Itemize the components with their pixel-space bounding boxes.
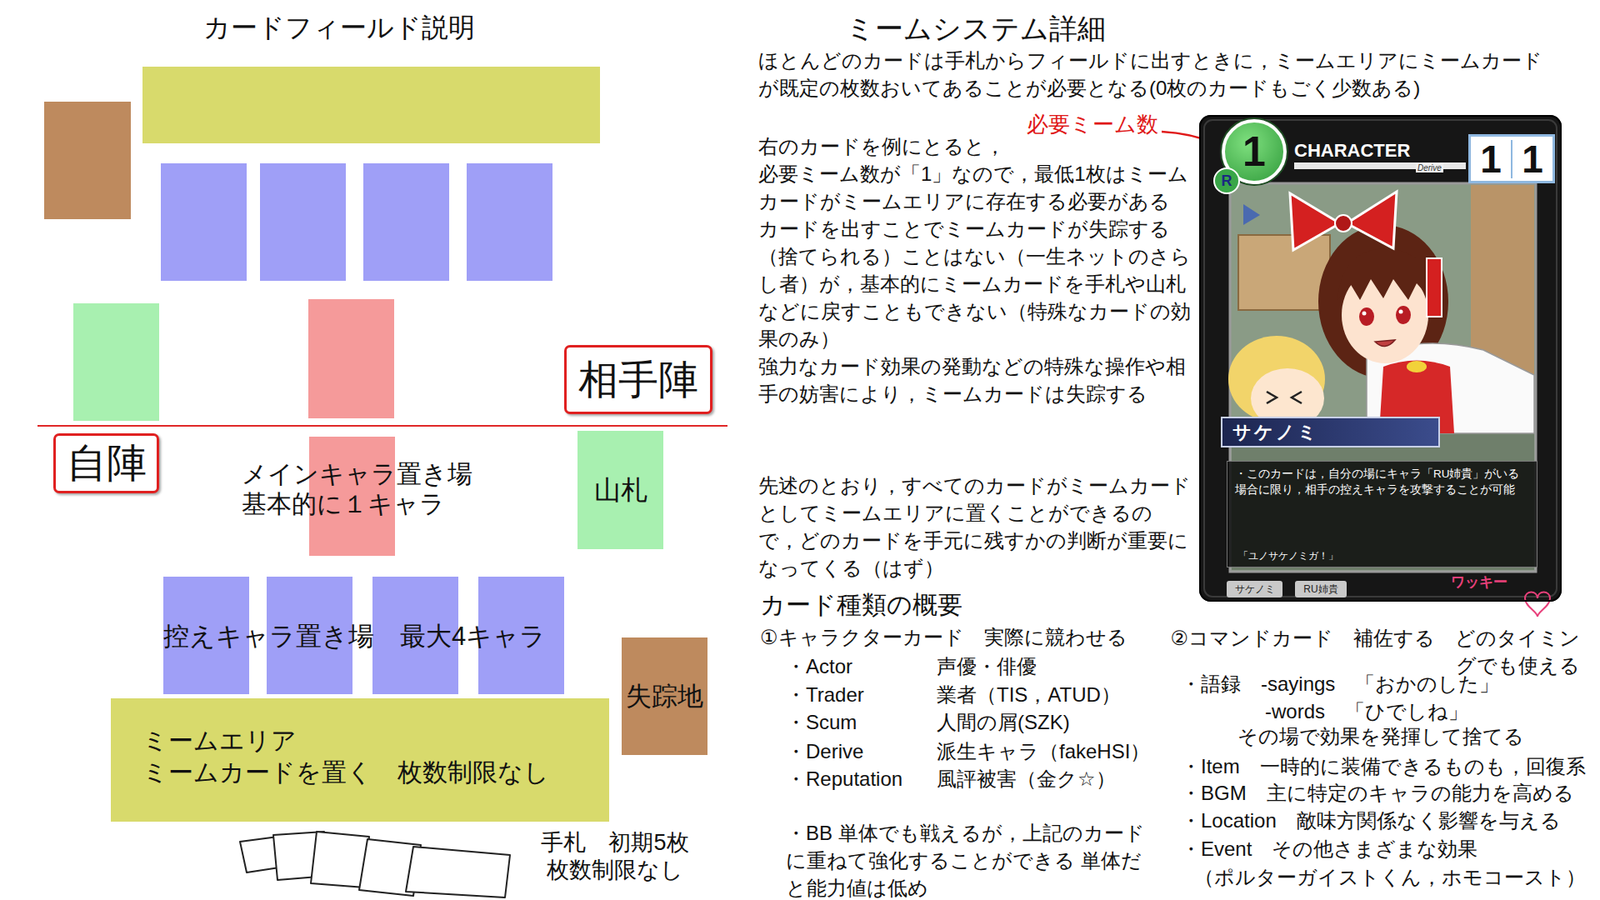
annotation: 必要ミーム数 (1026, 110, 1159, 140)
list-item: ・BB 単体でも戦えるが，上記のカードに重ねて強化することができる 単体だと能力… (785, 819, 1146, 900)
list-item: ・語録 -sayings 「おかのした」 (1180, 670, 1500, 698)
divider-line (37, 425, 728, 427)
flavor-text: 「ユノサケノミガ！」 (1235, 550, 1530, 562)
list-desc: 派生キャラ（fakeHSI） (936, 738, 1150, 765)
section-title: ミームシステム詳細 (845, 10, 1106, 49)
opponent-field (44, 66, 600, 421)
meme-area: ミームエリアミームカードを置く 枚数制限なし (110, 698, 610, 822)
art-collar (1406, 360, 1427, 373)
body-text: 必要ミーム数が「1」なので，最低1枚はミームカードがミームエリアに存在する必要が… (758, 160, 1192, 215)
reserve-slot (466, 163, 553, 281)
node-text: RU姉貴 (1303, 584, 1338, 595)
node-text: サケノミ (1232, 423, 1320, 442)
list-item: ・Item 一時的に装備できるものも，回復系 (1180, 753, 1586, 780)
art-eye-light (1399, 310, 1404, 315)
node-text: ミームカードを置く 枚数制限なし (142, 756, 550, 789)
card-tag: サケノミ (1226, 580, 1283, 598)
stat-box: 11 (1468, 134, 1555, 184)
card-body (1199, 115, 1562, 602)
section-title: カード種類の概要 (760, 588, 963, 623)
art-ribbon (1243, 204, 1260, 225)
art-eye (1395, 305, 1411, 325)
list-item: その場で効果を発揮して捨てる (1237, 723, 1525, 750)
art-bangs (1337, 248, 1432, 300)
node-text: 山札 (594, 475, 648, 506)
node-text: R (1221, 173, 1233, 189)
art-eye (1359, 307, 1375, 326)
list-desc: 声優・俳優 (936, 653, 1037, 680)
art-bow-knot (1335, 215, 1352, 232)
side-label-box: 相手陣 (564, 345, 713, 415)
art-mouth (1375, 340, 1395, 347)
stat-value: 1 (1470, 140, 1513, 179)
node-text: 相手陣 (578, 360, 699, 400)
card-inner-border (1204, 120, 1557, 597)
reserve-slot (363, 163, 450, 281)
list-heading: ②コマンドカード 補佐する どのタイミングでも使える (1150, 624, 1580, 680)
logo-heart (1525, 592, 1550, 618)
side-label-box: 自陣 (53, 433, 160, 494)
list-heading: ①キャラクターカード 実際に競わせる (760, 624, 1128, 651)
card-name-bar: サケノミ (1220, 416, 1440, 448)
effect-text: ・このカードは，自分の場にキャラ「RU姉貴」がいる場合に限り，相手の控えキャラを… (1235, 466, 1530, 499)
zone-label: 手札 初期5枚 枚数制限なし (527, 829, 703, 885)
node-text: ミームエリア (142, 725, 297, 757)
effect-box: ・このカードは，自分の場にキャラ「RU姉貴」がいる場合に限り，相手の控えキャラを… (1226, 460, 1538, 568)
game-card: CHARACTERDeriveワッキー1R11サケノミ・このカードは，自分の場に… (1199, 115, 1562, 602)
meme-area-zone (142, 66, 600, 144)
node-text: 自陣 (66, 443, 147, 484)
list-desc: 業者（TIS，ATUD） (936, 681, 1121, 709)
node-text: 1 (1242, 130, 1266, 173)
list-term: ・Derive (785, 738, 864, 765)
art-bow (1290, 193, 1340, 250)
list-term: ・Actor (785, 653, 853, 680)
own-field (163, 436, 565, 695)
lost-zone: 失踪地 (621, 637, 708, 755)
list-term: ・Reputation (785, 765, 903, 793)
reserve-slot (160, 163, 247, 281)
main-slot (308, 299, 395, 419)
art-shelf (1238, 235, 1330, 310)
list-item: （ポルターガイストくん，ホモコースト） (1194, 864, 1586, 891)
rarity-badge: R (1213, 167, 1240, 195)
stat-value: 1 (1512, 140, 1553, 179)
art-eyes (1266, 391, 1302, 404)
card-tag: RU姉貴 (1295, 580, 1347, 598)
node-text: 失踪地 (625, 681, 704, 712)
zone-label: 控えキャラ置き場 最大4キャラ (163, 619, 546, 655)
logo-text: ワッキー (1450, 575, 1508, 591)
list-desc: 風評被害（金ク☆） (936, 765, 1116, 793)
deck-zone: 山札 (577, 430, 664, 550)
page-title: カードフィールド説明 (203, 10, 475, 46)
zone-label: メインキャラ置き場 基本的に１キャラ (241, 459, 492, 520)
body-text: 強力なカード効果の発動などの特殊な操作や相手の妨害により，ミームカードは失踪する (758, 352, 1192, 408)
lost-zone (44, 101, 131, 220)
hand-cards (240, 831, 510, 898)
list-item: ・BGM 主に特定のキャラの能力を高める (1180, 780, 1575, 807)
list-desc: 人間の屑(SZK) (936, 709, 1070, 736)
list-term: ・Trader (785, 681, 865, 709)
node-text: サケノミ (1235, 584, 1275, 595)
deck-zone (73, 303, 160, 421)
reserve-slot (260, 163, 346, 281)
card-type: CHARACTER (1294, 140, 1410, 161)
list-item: -words 「ひでしね」 (1265, 698, 1469, 725)
body-text: カードを出すことでミームカードが失踪する（捨てられる）ことはない（一生ネットのさ… (758, 215, 1192, 353)
body-text: ほとんどのカードは手札からフィールドに出すときに，ミームエリアにミームカードが既… (758, 46, 1563, 102)
art-eye-light (1362, 311, 1367, 316)
list-item: ・Event その他さまざまな効果 (1180, 835, 1478, 863)
card-art (1199, 115, 1562, 617)
card-subtype: Derive (1415, 163, 1444, 173)
hand-card (405, 846, 510, 898)
list-item: ・Location 敵味方関係なく影響を与える (1180, 807, 1561, 835)
art-bow (1346, 191, 1397, 249)
body-text: 先述のとおり，すべてのカードがミームカードとしてミームエリアに置くことができるの… (758, 471, 1192, 582)
art-hair-tube (1426, 258, 1442, 317)
list-term: ・Scum (785, 709, 857, 736)
